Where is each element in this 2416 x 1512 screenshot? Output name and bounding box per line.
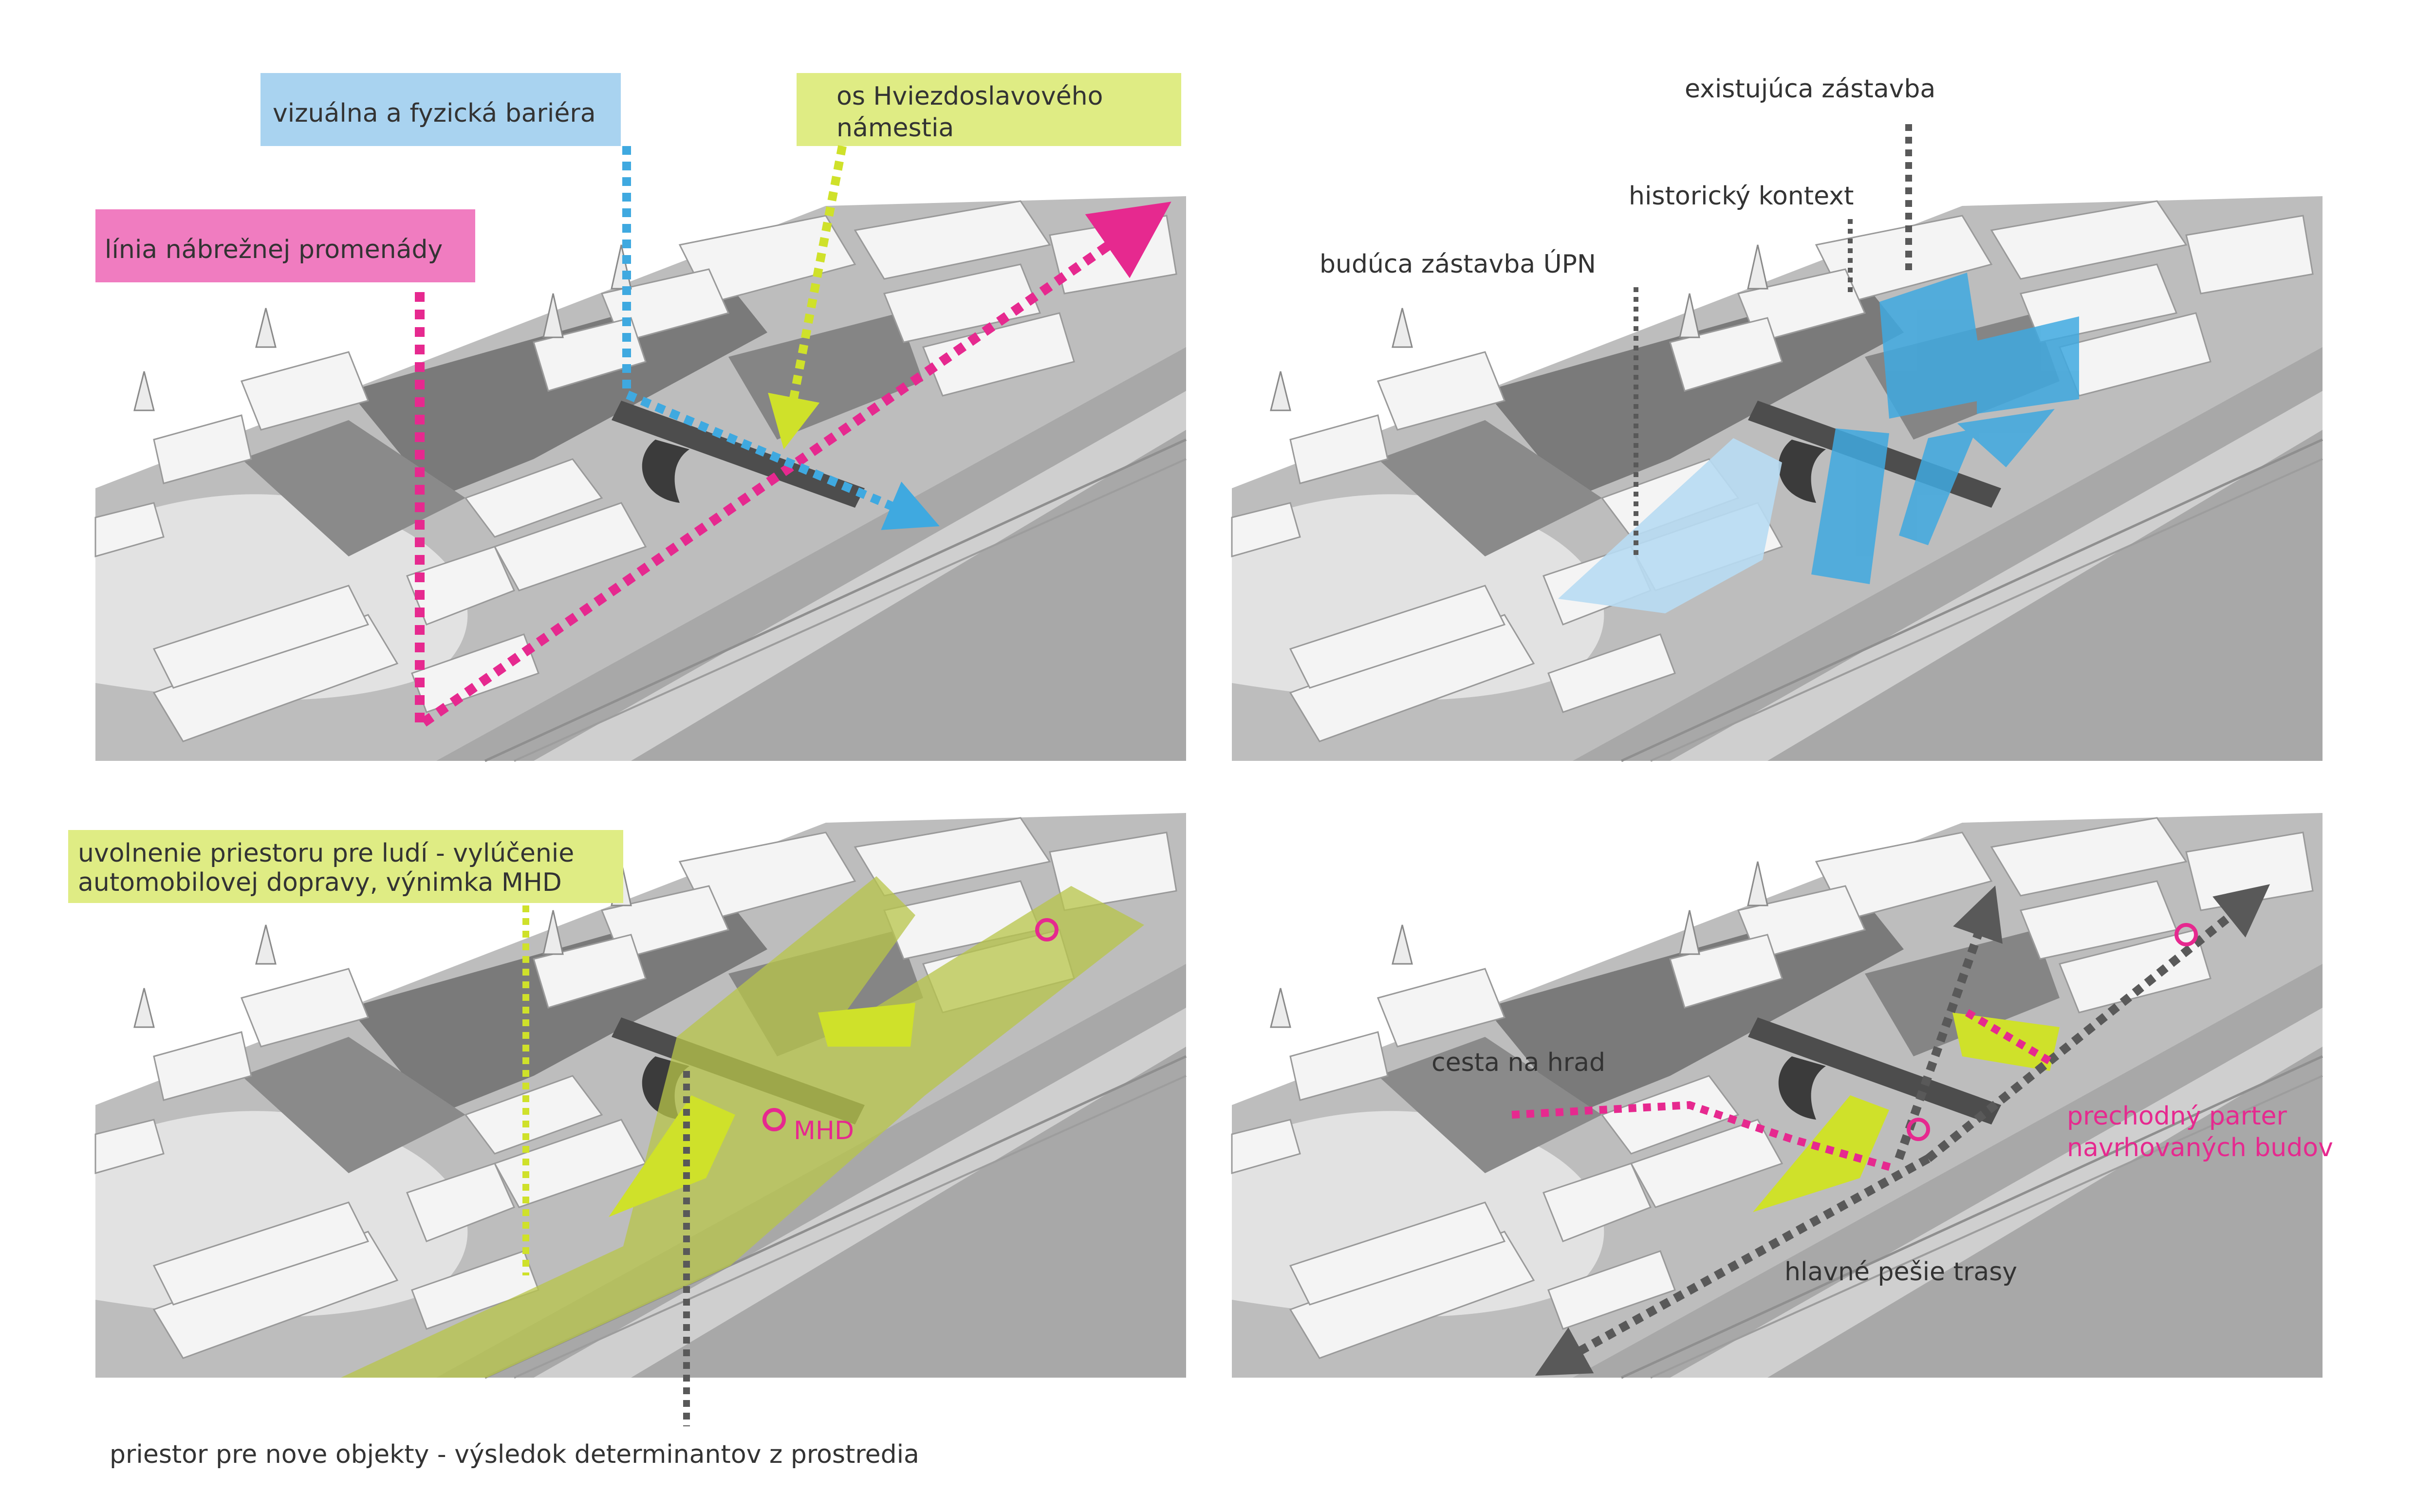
mhd-stop-icon [762, 1108, 786, 1131]
panel-2: existujúca zástavba historický kontext b… [1232, 74, 2323, 761]
label-parter-line1: prechodný parter [2067, 1102, 2287, 1131]
label-castle: cesta na hrad [1431, 1048, 1605, 1077]
label-bottom: priestor pre nove objekty - výsledok det… [110, 1440, 919, 1469]
axis-line [768, 145, 847, 450]
panel-4: cesta na hrad prechodný parter navrhovan… [1232, 803, 2333, 1378]
label-bg-axis [797, 73, 1181, 146]
existing-block-1 [1879, 273, 1987, 419]
mhd-stop-icon-2 [1035, 918, 1059, 941]
label-parter-line2: navrhovaných budov [2067, 1133, 2333, 1162]
historic-wedge-1 [1811, 428, 1889, 584]
label-barrier: vizuálna a fyzická bariéra [273, 99, 596, 128]
label-mhd: MHD [794, 1116, 854, 1145]
promenade-line [415, 202, 1171, 735]
barrier-line [622, 146, 940, 530]
new-object-2 [1952, 1013, 2060, 1071]
stop-icon [1907, 1118, 1930, 1141]
label-bg-promenade [95, 209, 475, 282]
release-zone [341, 876, 1144, 1378]
label-future: budúca zástavba ÚPN [1320, 249, 1596, 279]
label-release-line2: automobilovej dopravy, výnimka MHD [78, 868, 562, 897]
new-object-2 [818, 1003, 915, 1047]
label-promenade: línia nábrežnej promenády [105, 235, 443, 264]
label-axis-line2: námestia [836, 113, 954, 143]
existing-block-2 [1977, 316, 2079, 414]
new-object-1 [609, 1095, 735, 1217]
label-bg-barrier [260, 73, 621, 146]
existing-block-3 [1957, 409, 2055, 467]
main-route-river [1535, 1155, 1931, 1376]
castle-path [1511, 1101, 1896, 1172]
panel-1: vizuálna a fyzická bariéra os Hviezdosla… [95, 73, 1186, 761]
main-route-river-2 [1925, 884, 2270, 1162]
label-existing: existujúca zástavba [1685, 74, 1935, 104]
label-release-line1: uvolnenie priestoru pre ludí - vylúčenie [78, 839, 574, 868]
new-object-1 [1753, 1095, 1889, 1212]
stop-icon-2 [2174, 923, 2198, 946]
label-historic: historický kontext [1629, 182, 1854, 211]
parter-path [1965, 1009, 2052, 1065]
historic-wedge-2 [1899, 428, 1977, 545]
label-bg-release [68, 830, 623, 903]
panel-3: uvolnenie priestoru pre ludí - vylúčenie… [68, 803, 1186, 1469]
main-route-square [1895, 885, 2003, 1160]
future-buildings [1558, 438, 1782, 613]
label-routes: hlavné pešie trasy [1784, 1257, 2017, 1287]
label-axis-line1: os Hviezdoslavového [836, 82, 1103, 111]
